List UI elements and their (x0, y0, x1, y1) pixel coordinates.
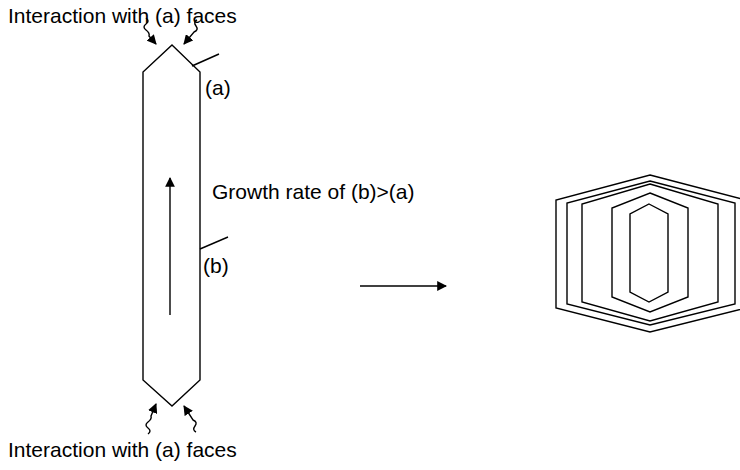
growth-stage (630, 204, 668, 302)
annotation-text: Growth rate of (b)>(a) (212, 180, 414, 204)
needle-crystal (143, 45, 200, 406)
growth-stage (582, 184, 718, 321)
face-label: (b) (203, 254, 229, 278)
growth-stage (567, 181, 735, 325)
annotation-text: Interaction with (a) faces (8, 4, 237, 28)
annotation-text: Interaction with (a) faces (8, 438, 237, 462)
growth-stage (612, 193, 688, 312)
face-label: (a) (205, 76, 231, 100)
leader-line (192, 54, 219, 66)
leader-line (200, 237, 228, 249)
growth-stage (556, 175, 740, 332)
interaction-arrow (146, 404, 156, 434)
interaction-arrow (184, 406, 196, 432)
transform-arrow (360, 285, 446, 286)
growth-arrow (169, 178, 170, 315)
